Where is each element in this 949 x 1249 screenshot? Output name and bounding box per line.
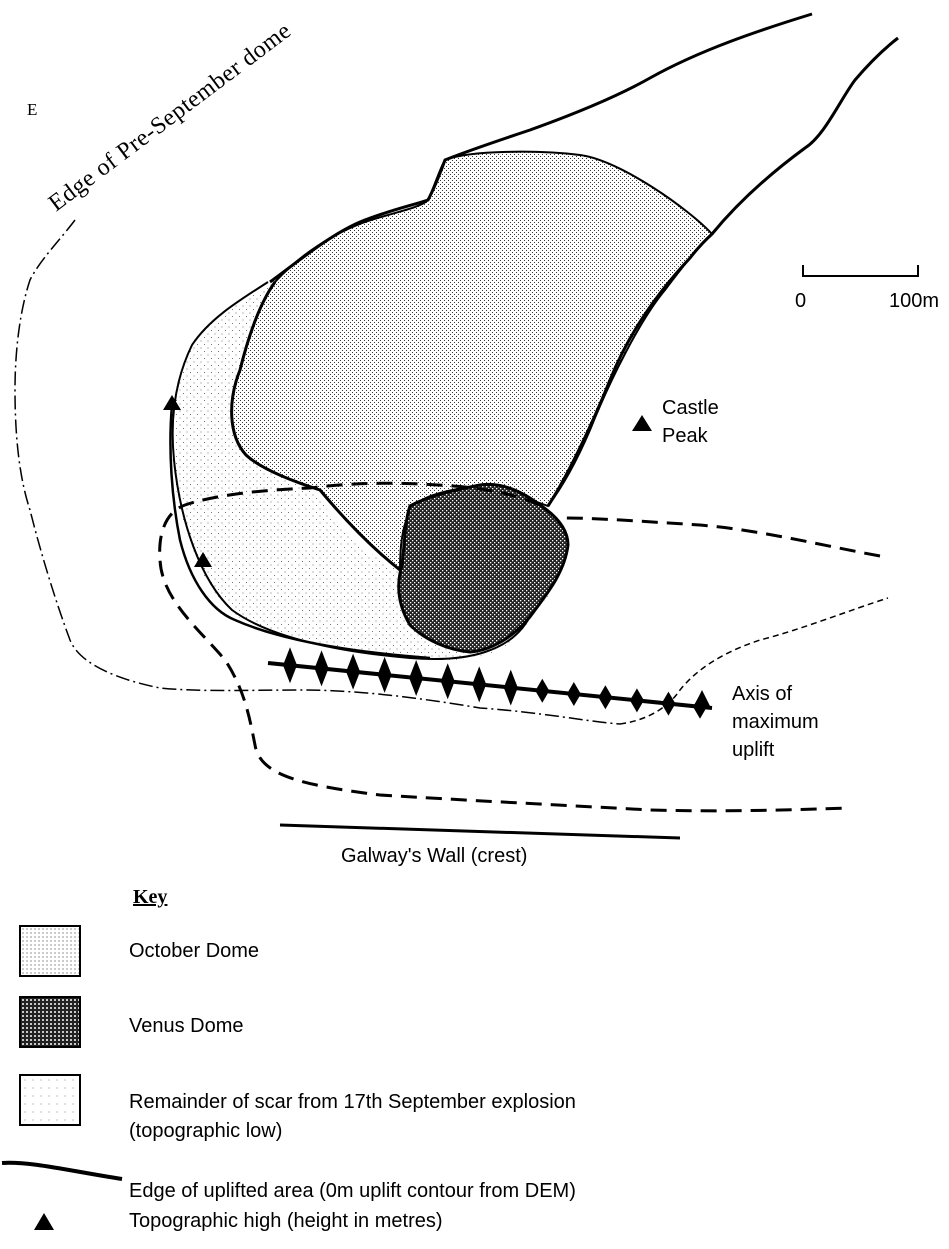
october-dome-key-label: October Dome: [129, 940, 260, 962]
uplift-axis-line: [267, 661, 713, 710]
topographic-high-scar: [194, 552, 212, 567]
scar-area: [171, 282, 549, 661]
topographic-high-key-label: Topographic high (height in metres): [129, 1210, 443, 1232]
uplift-axis-marker: [629, 688, 644, 713]
pre-september-dome-edge: [14, 219, 621, 725]
uplift-axis-marker: [314, 650, 329, 687]
dashed-boundary-north: [158, 481, 881, 813]
uplift-axis-marker: [566, 681, 581, 706]
topographic-high-west: [163, 395, 181, 410]
uplift-edge-key-label: Edge of uplifted area (0m uplift contour…: [129, 1180, 576, 1202]
uplift-axis-marker: [440, 663, 455, 700]
uplift-edge-west: [169, 404, 431, 660]
uplift-axis-marker: [503, 669, 518, 706]
uplift-axis-marker: [598, 685, 613, 710]
uplift-axis-marker: [661, 691, 676, 716]
castle-peak-label-line2: Peak: [662, 425, 708, 447]
scar-key-label-line1: Remainder of scar from 17th September ex…: [129, 1091, 576, 1113]
uplift-axis-marker: [535, 678, 550, 703]
uplift-edge-left: [269, 12, 813, 284]
thin-dashed-contour: [619, 597, 889, 725]
castle-peak-label-line1: Castle: [662, 397, 719, 419]
topographic-high-east: [694, 690, 710, 706]
galways-wall-label: Galway's Wall (crest): [341, 845, 528, 867]
scale-max-label: 100m: [889, 290, 940, 312]
axis-label-line3: uplift: [732, 739, 775, 761]
castle-peak-marker: [632, 415, 652, 431]
venus-dome-area: [397, 482, 570, 654]
axis-label-line2: maximum: [732, 711, 819, 733]
october-dome-swatch: [19, 925, 81, 977]
scale-bar: [802, 265, 919, 277]
topographic-high-key-icon: [34, 1213, 54, 1230]
scale-min-label: 0: [795, 290, 807, 312]
uplift-axis-marker: [377, 656, 392, 693]
axis-label-line1: Axis of: [732, 683, 793, 705]
key-title: Key: [133, 886, 168, 908]
venus-dome-key-label: Venus Dome: [129, 1015, 244, 1037]
uplift-axis-marks: [283, 647, 707, 719]
scar-key-label-line2: (topographic low): [129, 1120, 283, 1142]
uplift-edge-right: [546, 36, 899, 507]
venus-dome-swatch: [19, 996, 81, 1048]
uplift-axis-marker: [346, 653, 361, 690]
uplift-axis-marker: [283, 647, 297, 684]
corner-mark: E: [27, 100, 38, 119]
uplift-edge-key-symbol: [1, 1160, 123, 1181]
uplift-axis-marker: [409, 660, 424, 697]
scar-swatch: [19, 1074, 81, 1126]
uplift-axis-marker: [472, 666, 487, 703]
uplift-edge-inner: [230, 281, 401, 572]
galways-wall-crest: [279, 823, 681, 840]
